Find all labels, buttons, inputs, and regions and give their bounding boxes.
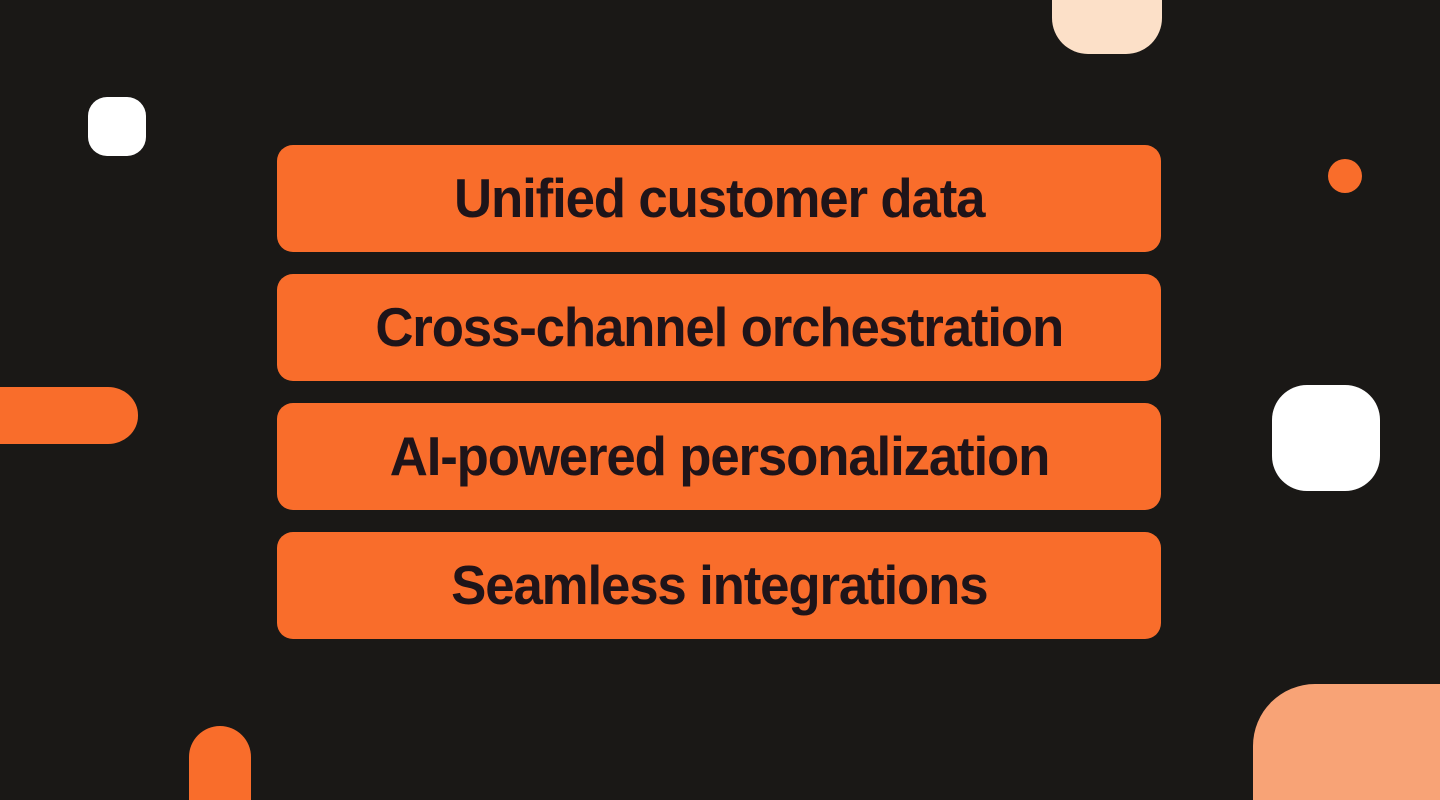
- orange-pill-left-icon: [0, 387, 138, 444]
- peach-rounded-square-top-right-icon: [1052, 0, 1162, 54]
- salmon-rounded-square-bottom-right-icon: [1253, 684, 1440, 800]
- feature-card[interactable]: Cross-channel orchestration: [277, 274, 1161, 381]
- orange-dot-right-icon: [1328, 159, 1362, 193]
- feature-card-label: Seamless integrations: [450, 554, 988, 616]
- feature-card[interactable]: Unified customer data: [277, 145, 1161, 252]
- white-rounded-square-top-left-icon: [88, 97, 146, 156]
- white-rounded-square-right-icon: [1272, 385, 1380, 491]
- feature-card-label: Unified customer data: [453, 167, 985, 229]
- feature-card-label: Cross-channel orchestration: [375, 296, 1064, 358]
- feature-card-list: Unified customer data Cross-channel orch…: [277, 145, 1161, 639]
- feature-card[interactable]: AI-powered personalization: [277, 403, 1161, 510]
- orange-pill-bottom-left-icon: [189, 726, 251, 800]
- feature-card[interactable]: Seamless integrations: [277, 532, 1161, 639]
- feature-card-label: AI-powered personalization: [389, 425, 1050, 487]
